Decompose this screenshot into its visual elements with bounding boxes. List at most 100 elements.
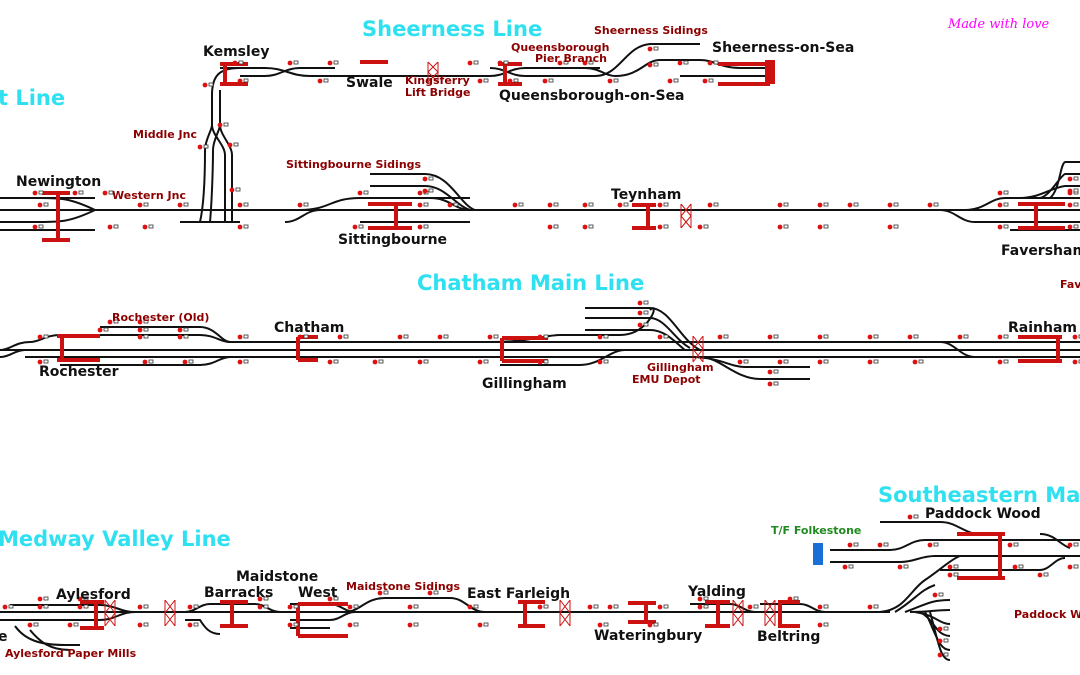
signal-marker [723, 334, 729, 339]
label-pier-branch-2: Pier Branch [535, 52, 607, 65]
signal-marker [548, 78, 554, 83]
signal-light [77, 604, 83, 610]
label-kingsferry-1: Kingsferry [405, 74, 470, 87]
signal-light [867, 604, 873, 610]
signal-marker [543, 334, 549, 339]
signal-marker [663, 604, 669, 609]
signal-light [1067, 224, 1073, 230]
signal-marker [918, 359, 924, 364]
signal-marker [293, 60, 299, 65]
signal-marker [193, 604, 199, 609]
station-teynham: Teynham [611, 187, 681, 203]
label-middle-jnc: Middle Jnc [133, 128, 197, 141]
signal-marker [263, 596, 269, 601]
sheerness-buffer [765, 60, 775, 84]
signal-light [32, 190, 38, 196]
signal-light [187, 622, 193, 628]
signal-light [1012, 564, 1018, 570]
signal-marker [613, 604, 619, 609]
folkestone-buffer-stop [813, 543, 823, 565]
signal-marker [708, 78, 714, 83]
signal-light [372, 359, 378, 365]
signal-marker [343, 334, 349, 339]
signal-light [477, 78, 483, 84]
signal-marker [143, 319, 149, 324]
station-sheerness: Sheerness-on-Sea [712, 40, 854, 56]
middle-jnc-tracks [180, 67, 241, 223]
signal-light [347, 604, 353, 610]
signal-light [767, 369, 773, 375]
signal-marker [783, 202, 789, 207]
signal-light [997, 359, 1003, 365]
signal-marker [423, 224, 429, 229]
signal-light [2, 604, 8, 610]
signal-marker [603, 622, 609, 627]
signal-light [227, 142, 233, 148]
signal-light [937, 638, 943, 644]
signal-light [177, 334, 183, 340]
signal-marker [588, 224, 594, 229]
signal-light [37, 596, 43, 602]
signal-marker [943, 626, 949, 631]
signal-light [257, 604, 263, 610]
signal-marker [73, 622, 79, 627]
signal-light [137, 622, 143, 628]
signal-marker [593, 604, 599, 609]
signal-light [187, 604, 193, 610]
signal-light [1007, 542, 1013, 548]
signal-marker [235, 187, 241, 192]
signal-marker [33, 622, 39, 627]
signal-marker [143, 604, 149, 609]
signal-marker [403, 334, 409, 339]
signal-light [397, 334, 403, 340]
signal-marker [703, 596, 709, 601]
signal-marker [783, 224, 789, 229]
signal-marker [333, 60, 339, 65]
label-paddock-wood-partial: Paddock W [1014, 608, 1080, 621]
signal-light [937, 652, 943, 658]
signal-light [747, 604, 753, 610]
signal-light [237, 224, 243, 230]
signal-light [777, 202, 783, 208]
signal-marker [953, 564, 959, 569]
signal-light [177, 202, 183, 208]
signal-light [97, 327, 103, 333]
signal-light [702, 78, 708, 84]
signal-marker [183, 334, 189, 339]
signal-marker [643, 300, 649, 305]
station-east-farleigh: East Farleigh [467, 586, 570, 602]
signal-light [617, 202, 623, 208]
signal-light [817, 604, 823, 610]
signal-marker [873, 359, 879, 364]
signal-light [847, 542, 853, 548]
signal-marker [673, 78, 679, 83]
signal-marker [223, 122, 229, 127]
signal-marker [358, 224, 364, 229]
signal-light [607, 604, 613, 610]
signal-light [557, 60, 563, 66]
signal-marker [378, 359, 384, 364]
signal-marker [263, 604, 269, 609]
signal-marker [143, 327, 149, 332]
label-maidstone-sidings: Maidstone Sidings [346, 580, 461, 593]
signal-light [417, 359, 423, 365]
signal-light [1037, 572, 1043, 578]
station-beltring: Beltring [757, 629, 820, 645]
signal-light [867, 334, 873, 340]
signal-light [1067, 202, 1073, 208]
signal-light [777, 224, 783, 230]
signal-marker [1018, 564, 1024, 569]
sheerness-line-title: Sheerness Line [362, 17, 542, 41]
label-gillingham-emu-2: EMU Depot [632, 373, 701, 386]
signal-light [707, 60, 713, 66]
signal-light [72, 190, 78, 196]
signal-marker [743, 359, 749, 364]
signal-marker [293, 622, 299, 627]
signal-marker [1073, 224, 1079, 229]
chatham-main-line-title: Chatham Main Line [417, 271, 644, 295]
station-newington: Newington [16, 174, 101, 190]
signal-marker [853, 542, 859, 547]
station-faversham: Faversham [1001, 243, 1080, 259]
signal-light [477, 622, 483, 628]
signal-marker [823, 224, 829, 229]
